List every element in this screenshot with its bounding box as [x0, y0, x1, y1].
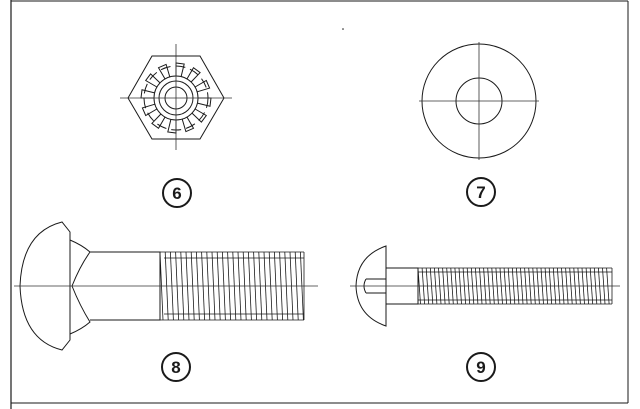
lock-washer-tooth [140, 89, 155, 99]
lock-washer-tooth [144, 73, 161, 88]
callout-circle [466, 177, 496, 207]
lock-washer-tooth [194, 79, 211, 93]
lock-washer-tooth [167, 119, 177, 134]
callout-9: 9 [466, 352, 496, 382]
callout-6: 6 [162, 178, 192, 208]
carriage-bolt-square-neck [69, 239, 91, 335]
lock-washer-teeth [140, 62, 212, 134]
callout-number: 6 [172, 184, 181, 203]
lock-washer-tooth [191, 108, 208, 123]
callout-circle [466, 352, 496, 382]
center-lines-6 [120, 44, 232, 150]
sheet-border [10, 0, 629, 409]
center-lines-7 [419, 42, 539, 160]
callout-number: 9 [476, 358, 485, 377]
lock-washer-tooth [181, 116, 195, 133]
lock-washer-tooth [151, 113, 166, 130]
lock-washer-tooth [186, 66, 201, 83]
carriage-bolt-dome-head [19, 221, 71, 351]
lock-washer-tooth [197, 97, 212, 107]
callout-number: 8 [171, 358, 180, 377]
carriage-bolt-drawing [14, 221, 318, 351]
callout-7: 7 [466, 177, 496, 207]
callout-number: 7 [476, 183, 485, 202]
flat-washer-drawing [419, 42, 539, 160]
callout-8: 8 [161, 352, 191, 382]
callout-circle [161, 352, 191, 382]
lock-washer-tooth [175, 62, 185, 77]
truss-head-screw-drawing [350, 245, 620, 327]
lock-washer-tooth [141, 103, 158, 117]
lock-washer-tooth [157, 63, 171, 80]
hex-nut-lock-washer-drawing [120, 44, 232, 150]
callout-circle [162, 178, 192, 208]
